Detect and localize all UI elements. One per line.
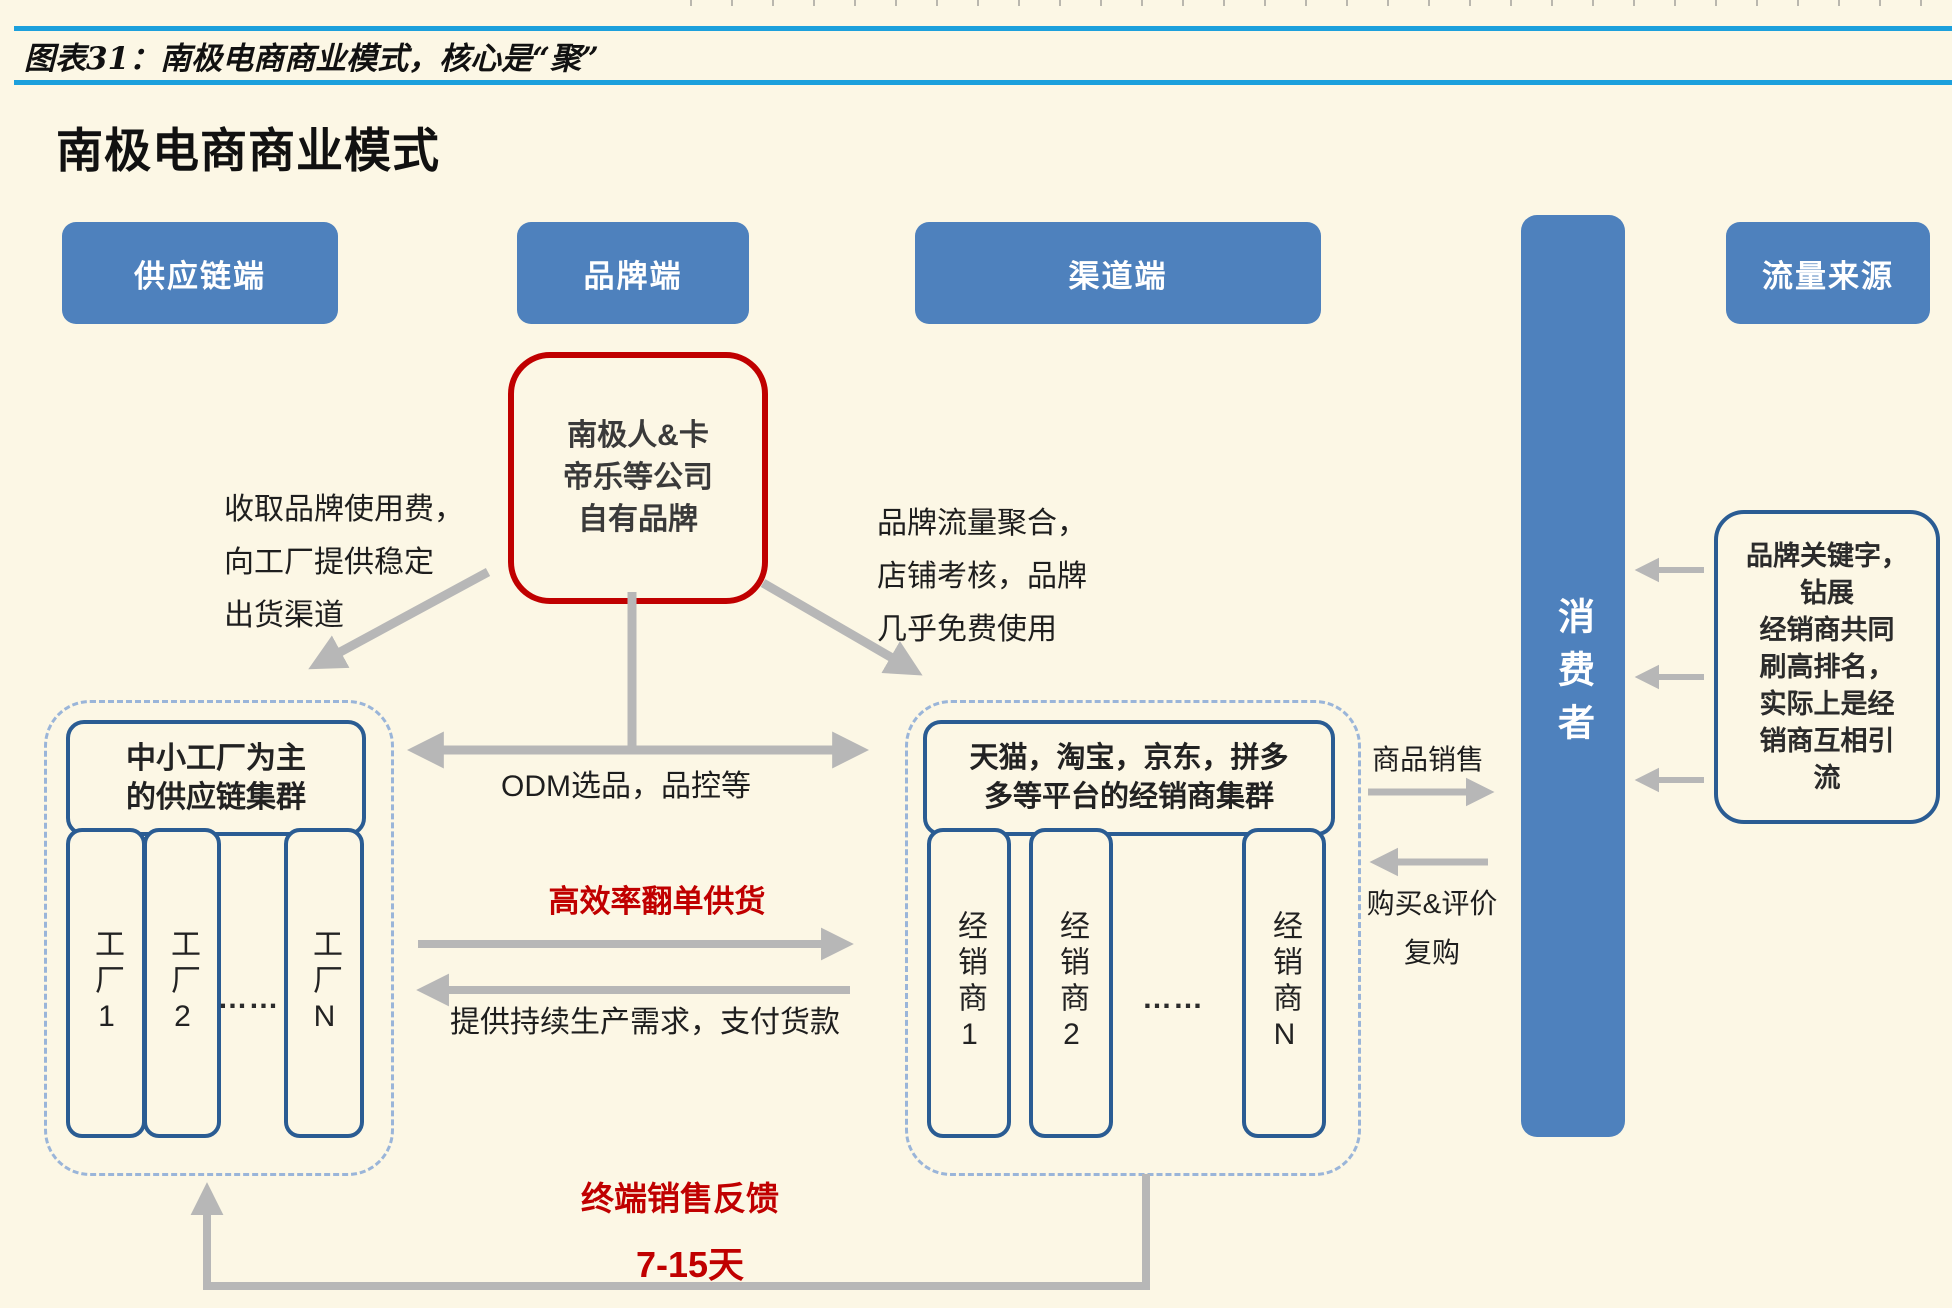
distributor-box-n: 经销商N (1242, 828, 1326, 1138)
distributor-cluster-header: 天猫，淘宝，京东，拼多 多等平台的经销商集群 (923, 720, 1335, 836)
header-traffic-source: 流量来源 (1726, 222, 1930, 324)
consumer-bar: 消费者 (1521, 215, 1625, 1137)
header-supply-chain: 供应链端 (62, 222, 338, 324)
supply-cluster-header: 中小工厂为主 的供应链集群 (66, 720, 366, 836)
distributor-n-label: 经销商N (1268, 909, 1301, 1057)
distributor-ellipsis: …… (1142, 982, 1204, 1015)
label-efficient-supply: 高效率翻单供货 (548, 884, 766, 919)
note-collect-fee: 收取品牌使用费， 向工厂提供稳定 出货渠道 (224, 493, 464, 632)
clipped-text-artifact (690, 0, 1952, 6)
arrow-feedback-loop (190, 1174, 1150, 1290)
factory-n-label: 工厂N (308, 927, 341, 1039)
label-terminal-feedback: 终端销售反馈 (581, 1180, 779, 1217)
caption-top-rule (14, 26, 1952, 31)
arrow-brand-to-supply (308, 568, 491, 670)
factory-1-label: 工厂1 (90, 927, 123, 1039)
consumer-label: 消费者 (1552, 596, 1594, 756)
factory-box-2: 工厂2 (143, 828, 221, 1138)
factory-box-n: 工厂N (284, 828, 364, 1138)
label-odm: ODM选品，品控等 (501, 770, 751, 803)
distributor-2-label: 经销商2 (1055, 909, 1088, 1057)
diagram-title: 南极电商商业模式 (56, 124, 440, 177)
brand-company-box: 南极人&卡 帝乐等公司 自有品牌 (508, 352, 768, 604)
note-brand-traffic: 品牌流量聚合， 店铺考核，品牌 几乎免费使用 (877, 507, 1087, 646)
traffic-source-box: 品牌关键字， 钻展 经销商共同 刷高排名， 实际上是经 销商互相引 流 (1714, 510, 1940, 824)
distributor-cluster-group (905, 700, 1361, 1176)
header-brand: 品牌端 (517, 222, 749, 324)
distributor-box-2: 经销商2 (1029, 828, 1113, 1138)
header-channel: 渠道端 (915, 222, 1321, 324)
label-goods-sales: 商品销售 (1371, 744, 1484, 775)
supply-cluster-group (44, 700, 394, 1176)
label-continuous-demand: 提供持续生产需求，支付货款 (450, 1006, 840, 1039)
distributor-box-1: 经销商1 (927, 828, 1011, 1138)
label-feedback-days: 7-15天 (635, 1244, 745, 1285)
factory-2-label: 工厂2 (166, 927, 199, 1039)
label-repurchase: 复购 (1403, 937, 1460, 968)
factory-ellipsis: …… (217, 982, 280, 1015)
figure-caption: 图表31：南极电商商业模式，核心是“聚” (24, 41, 599, 77)
label-purchase-review: 购买&评价 (1366, 888, 1498, 919)
arrow-brand-to-channel (760, 579, 923, 676)
caption-bottom-rule (14, 80, 1952, 85)
distributor-1-label: 经销商1 (953, 909, 986, 1057)
